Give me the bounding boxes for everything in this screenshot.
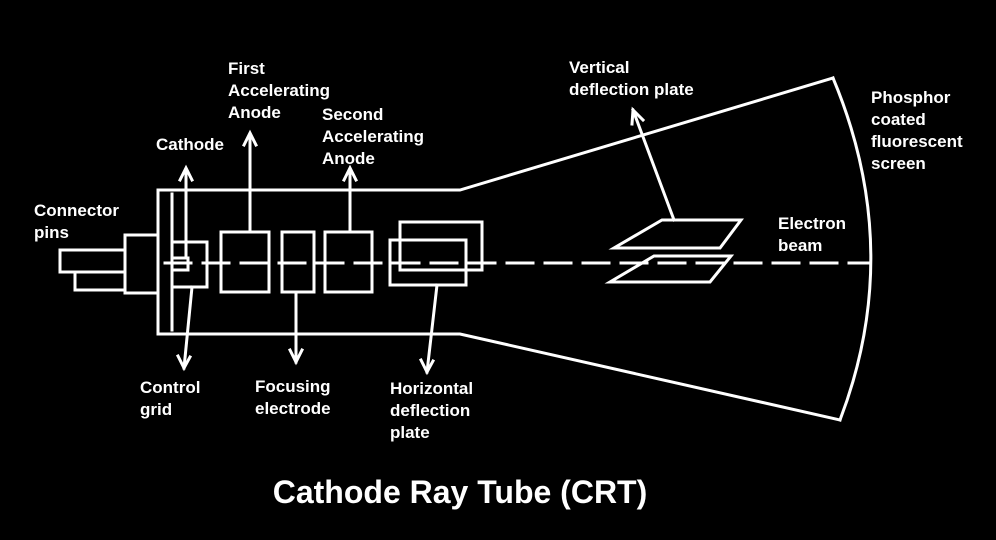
label-second-anode-line-2: Accelerating (322, 127, 425, 146)
horizontal-plate-front (388, 238, 468, 287)
label-horizontal-deflection-line-1: Horizontal (390, 379, 474, 398)
label-horizontal-deflection-line-3: plate (390, 423, 430, 442)
label-phosphor-screen-line-4: screen (871, 154, 926, 173)
label-phosphor-screen-line-1: Phosphor (871, 88, 951, 107)
label-control-grid-line-2: grid (140, 400, 173, 419)
label-first-anode-line-1: First (228, 59, 265, 78)
arrow-first-anode-head (241, 129, 259, 148)
label-focusing-electrode-line-1: Focusing (255, 377, 331, 396)
arrow-cathode-head (177, 164, 195, 183)
phosphor-screen-curve (831, 76, 873, 422)
label-electron-beam-line-2: beam (778, 236, 823, 255)
label-phosphor-screen: Phosphor coated fluorescent screen (871, 87, 963, 175)
arrow-vertical-head (630, 106, 646, 126)
label-second-anode: Second Accelerating Anode (322, 104, 424, 170)
arrow-second-anode-head (341, 164, 359, 183)
label-connector-pins-line-2: pins (34, 223, 69, 242)
arrow-control-grid-head (175, 353, 193, 372)
label-control-grid-line-1: Control (140, 378, 201, 397)
arrow-horizontal-line (425, 283, 439, 374)
arrow-focusing-head (287, 347, 305, 366)
label-first-anode: First Accelerating Anode (228, 58, 330, 124)
label-first-anode-line-3: Anode (228, 103, 281, 122)
label-first-anode-line-2: Accelerating (228, 81, 331, 100)
tube-neck-bottom (156, 332, 842, 422)
vertical-plate-bottom (604, 254, 735, 284)
label-vertical-deflection-line-1: Vertical (569, 58, 630, 77)
label-cathode-line-1: Cathode (156, 135, 224, 154)
label-connector-pins: Connector pins (34, 200, 119, 244)
label-phosphor-screen-line-2: coated (871, 110, 926, 129)
label-vertical-deflection-line-2: deflection plate (569, 80, 694, 99)
diagram-title: Cathode Ray Tube (CRT) (272, 474, 648, 510)
arrow-vertical-line (631, 108, 676, 222)
label-focusing-electrode: Focusing electrode (255, 376, 331, 420)
label-focusing-electrode-line-2: electrode (255, 399, 331, 418)
label-horizontal-deflection: Horizontal deflection plate (390, 378, 473, 444)
label-cathode: Cathode (156, 134, 224, 156)
label-phosphor-screen-line-3: fluorescent (871, 132, 963, 151)
connector-base (123, 233, 160, 295)
label-connector-pins-line-1: Connector (34, 201, 119, 220)
arrow-horizontal-head (418, 357, 436, 376)
label-control-grid: Control grid (140, 377, 200, 421)
label-vertical-deflection: Vertical deflection plate (569, 57, 694, 101)
horizontal-plate-back (398, 220, 484, 272)
vertical-plate-top (608, 218, 744, 250)
label-electron-beam: Electron beam (778, 213, 846, 257)
label-horizontal-deflection-line-2: deflection (390, 401, 471, 420)
connector-pin-bottom (73, 270, 127, 292)
arrow-control-grid-line (182, 285, 194, 370)
label-second-anode-line-1: Second (322, 105, 384, 124)
label-electron-beam-line-1: Electron (778, 214, 847, 233)
tube-neck-top (156, 76, 835, 192)
label-second-anode-line-3: Anode (322, 149, 375, 168)
connector-pin-top (58, 248, 127, 274)
